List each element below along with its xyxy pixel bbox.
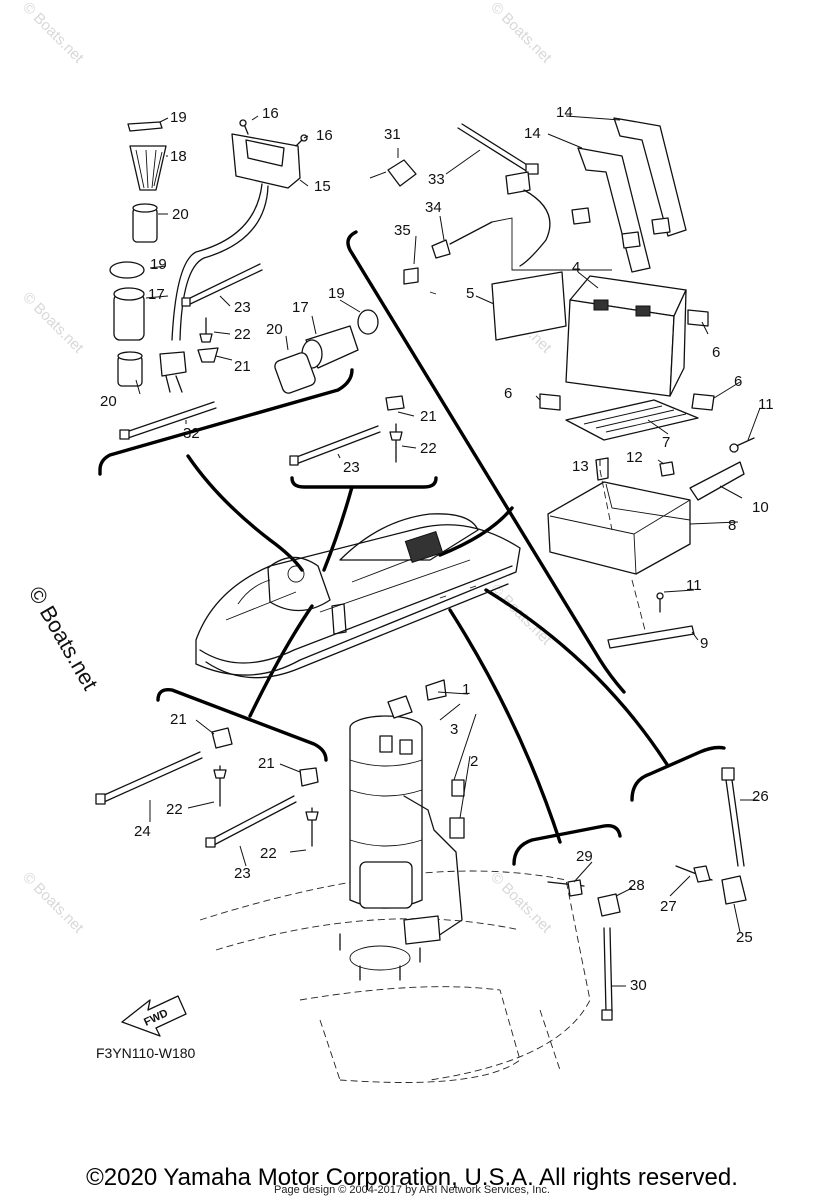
callout-19: 19 [150, 256, 167, 273]
callout-8: 8 [728, 517, 736, 534]
fuel-pump-parts [199, 679, 591, 1083]
callout-16: 16 [262, 105, 279, 122]
callout-5: 5 [466, 285, 474, 302]
callout-23: 23 [343, 459, 360, 476]
callout-1: 1 [462, 681, 470, 698]
callout-4: 4 [572, 259, 580, 276]
callout-22: 22 [234, 326, 251, 343]
watermark: © Boats.net [487, 0, 555, 67]
callout-11: 11 [686, 577, 702, 594]
callout-31: 31 [384, 126, 401, 143]
watermark: © Boats.net [19, 0, 87, 67]
callout-16: 16 [316, 127, 333, 144]
callout-29: 29 [576, 848, 593, 865]
page-design-notice: Page design © 2004-2017 by ARI Network S… [274, 1184, 550, 1196]
battery-parts [387, 117, 755, 649]
callout-21: 21 [258, 755, 275, 772]
bottom-left-parts [95, 727, 319, 848]
callout-21: 21 [420, 408, 437, 425]
callout-15: 15 [314, 178, 331, 195]
callout-21: 21 [234, 358, 251, 375]
callout-12: 12 [626, 449, 643, 466]
callout-7: 7 [662, 434, 670, 451]
callout-28: 28 [628, 877, 645, 894]
callout-35: 35 [394, 222, 411, 239]
middle-group-parts [289, 395, 405, 466]
callout-19: 19 [328, 285, 345, 302]
callout-2: 2 [470, 753, 478, 770]
callout-20: 20 [100, 393, 117, 410]
callout-13: 13 [572, 458, 589, 475]
callout-6: 6 [734, 373, 742, 390]
callout-14: 14 [524, 125, 541, 142]
watermark: © Boats.net [19, 869, 87, 937]
side-watermark: © Boats.net [24, 582, 103, 694]
callout-10: 10 [752, 499, 769, 516]
watermark: © Boats.net [19, 289, 87, 357]
callout-25: 25 [736, 929, 753, 946]
callout-27: 27 [660, 898, 677, 915]
callout-numbers: 19 18 20 19 17 20 32 16 16 15 23 22 21 2… [100, 104, 774, 994]
callout-26: 26 [752, 788, 769, 805]
callout-34: 34 [425, 199, 442, 216]
callout-6: 6 [712, 344, 720, 361]
callout-17: 17 [148, 286, 165, 303]
fwd-arrow: FWD [121, 995, 187, 1037]
callout-22: 22 [420, 440, 437, 457]
callout-24: 24 [134, 823, 151, 840]
copyright-notice: ©2020 Yamaha Motor Corporation, U.S.A. A… [86, 1164, 738, 1191]
callout-17: 17 [292, 299, 309, 316]
callout-6: 6 [504, 385, 512, 402]
leader-lines [135, 115, 761, 987]
diagram-code: F3YN110-W180 [96, 1045, 196, 1061]
callout-30: 30 [630, 977, 647, 994]
callout-22: 22 [260, 845, 277, 862]
callout-19: 19 [170, 109, 187, 126]
callout-33: 33 [428, 171, 445, 188]
callout-20: 20 [266, 321, 283, 338]
callout-22: 22 [166, 801, 183, 818]
watercraft-illustration [195, 513, 521, 679]
callout-21: 21 [170, 711, 187, 728]
top-left-parts [109, 119, 379, 440]
callout-18: 18 [170, 148, 187, 165]
watermark: © Boats.net [487, 869, 555, 937]
bottom-right-parts [547, 767, 747, 1021]
callout-3: 3 [450, 721, 458, 738]
callout-9: 9 [700, 635, 708, 652]
callout-32: 32 [183, 425, 200, 442]
callout-20: 20 [172, 206, 189, 223]
callout-11: 11 [758, 396, 774, 413]
callout-23: 23 [234, 865, 251, 882]
callout-23: 23 [234, 299, 251, 316]
callout-14: 14 [556, 104, 573, 121]
